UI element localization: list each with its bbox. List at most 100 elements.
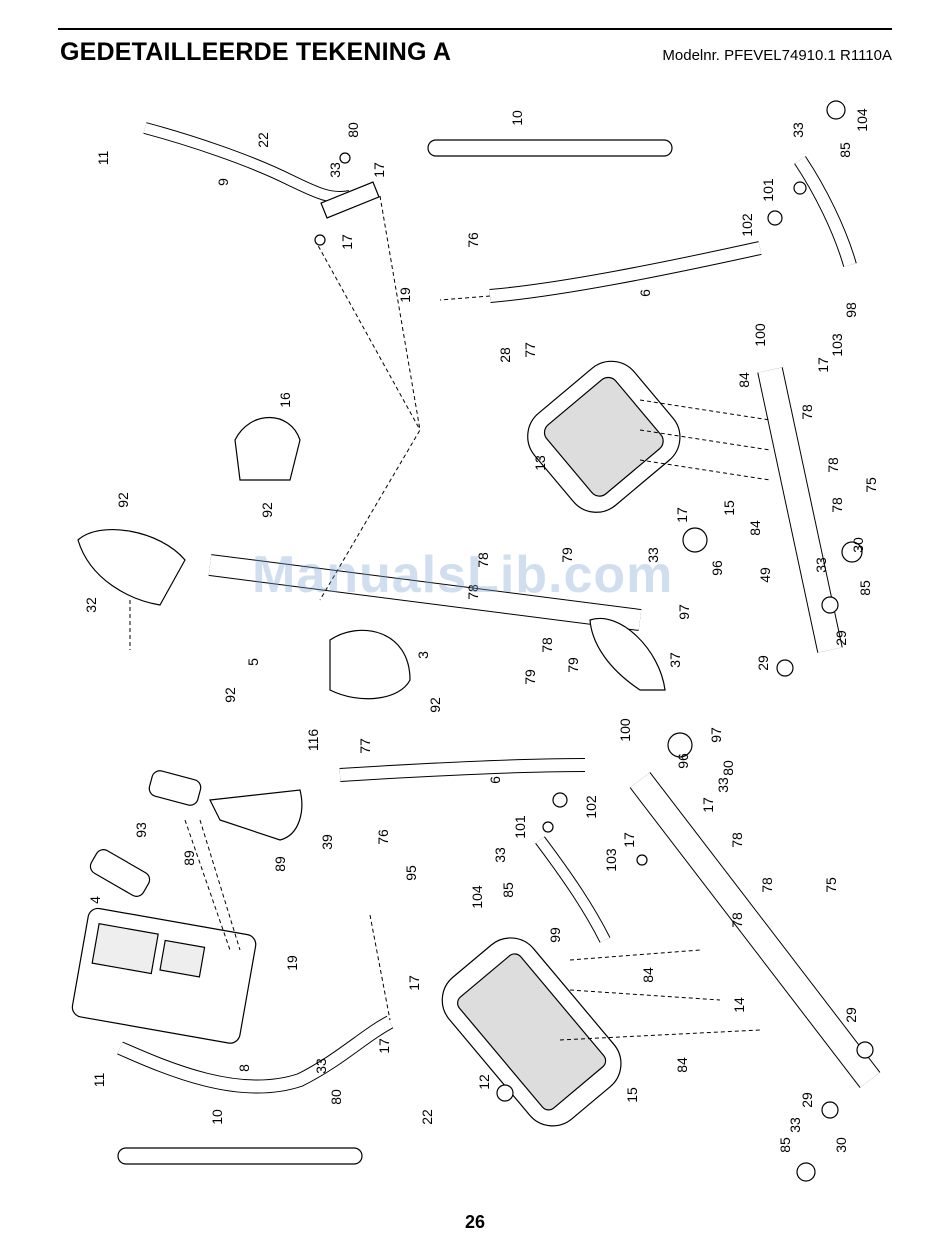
part-label: 29 bbox=[799, 1092, 815, 1108]
part-label: 77 bbox=[522, 342, 538, 358]
part-label: 75 bbox=[823, 877, 839, 893]
part-label: 100 bbox=[752, 323, 768, 347]
part-label: 37 bbox=[667, 652, 683, 668]
part-label: 33 bbox=[715, 777, 731, 793]
part-label: 33 bbox=[327, 162, 343, 178]
part-label: 5 bbox=[245, 658, 261, 666]
part-label: 33 bbox=[313, 1058, 329, 1074]
part-label: 78 bbox=[759, 877, 775, 893]
page-number: 26 bbox=[464, 1212, 486, 1232]
part-label: 78 bbox=[829, 497, 845, 513]
part-label: 80 bbox=[328, 1089, 344, 1105]
part-label: 95 bbox=[403, 865, 419, 881]
part-label: 78 bbox=[465, 584, 481, 600]
part-label: 85 bbox=[777, 1137, 793, 1153]
part-label: 102 bbox=[583, 795, 599, 819]
part-label: 17 bbox=[700, 797, 716, 813]
part-label: 14 bbox=[731, 997, 747, 1013]
part-label: 84 bbox=[674, 1057, 690, 1073]
part-label: 19 bbox=[397, 287, 413, 303]
part-label: 78 bbox=[475, 552, 491, 568]
part-label: 104 bbox=[854, 108, 870, 132]
part-label: 29 bbox=[755, 655, 771, 671]
part-label: 6 bbox=[637, 289, 653, 297]
part-label: 78 bbox=[825, 457, 841, 473]
part-label: 15 bbox=[624, 1087, 640, 1103]
pedal-13 bbox=[527, 360, 681, 513]
shroud-16 bbox=[234, 417, 301, 481]
part-label: 22 bbox=[255, 132, 271, 148]
part-label: 79 bbox=[559, 547, 575, 563]
grip-10-bottom bbox=[117, 1147, 363, 1165]
cover-37 bbox=[589, 617, 666, 691]
part-label: 28 bbox=[497, 347, 513, 363]
part-label: 17 bbox=[371, 162, 387, 178]
part-label: 80 bbox=[720, 760, 736, 776]
part-label: 116 bbox=[305, 729, 321, 752]
part-label: 75 bbox=[863, 477, 879, 493]
handlebar-9-sleeve bbox=[320, 181, 380, 219]
part-label: 97 bbox=[676, 604, 692, 620]
part-label: 17 bbox=[815, 357, 831, 373]
part-label: 32 bbox=[83, 597, 99, 613]
part-label: 100 bbox=[617, 718, 633, 742]
part-label: 85 bbox=[500, 882, 516, 898]
part-label: 78 bbox=[729, 912, 745, 928]
part-label: 11 bbox=[91, 1073, 107, 1088]
part-label: 102 bbox=[739, 213, 755, 237]
part-label: 3 bbox=[415, 651, 431, 659]
part-label: 29 bbox=[833, 630, 849, 646]
part-label: 84 bbox=[640, 967, 656, 983]
part-label: 17 bbox=[376, 1038, 392, 1054]
part-label: 12 bbox=[476, 1074, 492, 1090]
pulse-grip-93-bottom bbox=[89, 849, 151, 897]
part-label: 11 bbox=[95, 151, 111, 166]
part-label: 9 bbox=[215, 178, 231, 186]
part-label: 85 bbox=[857, 580, 873, 596]
part-label: 76 bbox=[375, 829, 391, 845]
part-label: 89 bbox=[181, 850, 197, 866]
part-label: 78 bbox=[799, 404, 815, 420]
part-label: 39 bbox=[319, 834, 335, 850]
part-label: 77 bbox=[357, 738, 373, 754]
part-label: 17 bbox=[339, 234, 355, 250]
part-label: 19 bbox=[284, 955, 300, 971]
part-label: 92 bbox=[222, 687, 238, 703]
part-label: 78 bbox=[729, 832, 745, 848]
part-label: 79 bbox=[522, 669, 538, 685]
part-label: 10 bbox=[209, 1109, 225, 1125]
part-label: 16 bbox=[277, 392, 293, 408]
part-label: 101 bbox=[760, 178, 776, 202]
pedal-12 bbox=[441, 937, 622, 1127]
part-label: 92 bbox=[115, 492, 131, 508]
part-label: 13 bbox=[532, 455, 548, 471]
part-label: 103 bbox=[603, 848, 619, 872]
part-label: 15 bbox=[721, 500, 737, 516]
hardware-fasteners bbox=[314, 100, 874, 1182]
part-label: 33 bbox=[813, 557, 829, 573]
part-label: 92 bbox=[259, 502, 275, 518]
part-label: 4 bbox=[87, 896, 103, 904]
shroud-3 bbox=[329, 629, 411, 700]
part-label: 22 bbox=[419, 1109, 435, 1125]
part-label: 17 bbox=[674, 507, 690, 523]
part-label: 10 bbox=[509, 110, 525, 126]
part-label: 92 bbox=[427, 697, 443, 713]
part-label: 104 bbox=[469, 885, 485, 909]
part-label: 29 bbox=[843, 1007, 859, 1023]
part-label: 89 bbox=[272, 856, 288, 872]
console-4 bbox=[71, 907, 257, 1044]
pulse-grip-93-top bbox=[148, 770, 202, 806]
part-label: 49 bbox=[757, 567, 773, 583]
part-label: 99 bbox=[547, 927, 563, 943]
part-label: 96 bbox=[675, 753, 691, 769]
part-label: 30 bbox=[850, 537, 866, 553]
part-label: 30 bbox=[833, 1137, 849, 1153]
part-label: 101 bbox=[512, 815, 528, 839]
part-label: 103 bbox=[829, 333, 845, 357]
page-header: GEDETAILLEERDE TEKENING A Modelnr. PFEVE… bbox=[58, 28, 892, 76]
console-bracket-32 bbox=[77, 529, 186, 606]
part-label: 78 bbox=[539, 637, 555, 653]
part-label: 76 bbox=[465, 232, 481, 248]
